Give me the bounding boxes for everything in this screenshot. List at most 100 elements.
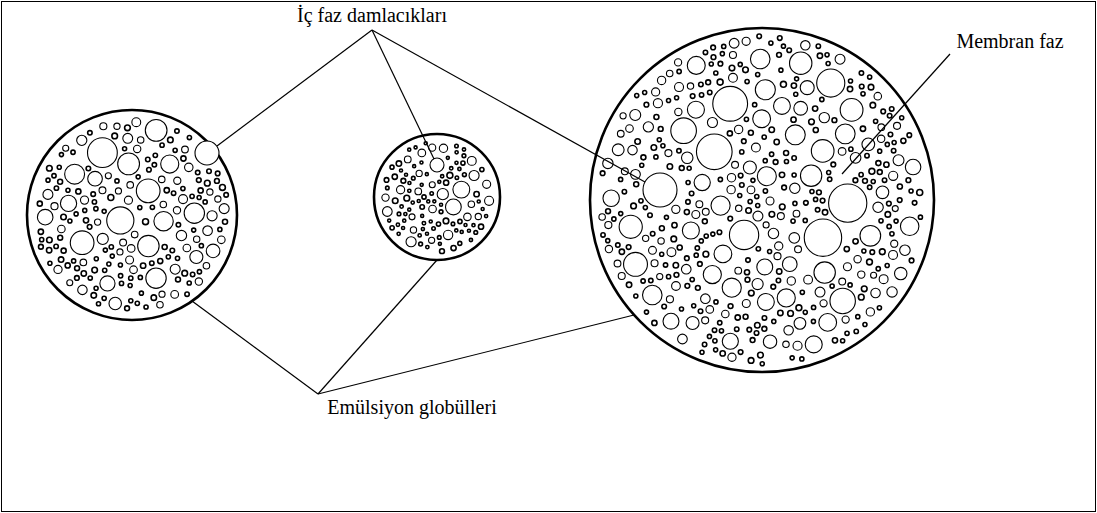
inner-droplet: [203, 226, 213, 236]
inner-droplet: [687, 56, 705, 74]
inner-droplet: [829, 184, 867, 222]
inner-droplet: [599, 214, 605, 220]
inner-droplet: [853, 239, 858, 244]
inner-droplet: [146, 157, 150, 161]
inner-droplet: [758, 352, 764, 358]
inner-droplet: [477, 200, 480, 203]
inner-droplet: [814, 197, 818, 201]
inner-droplet: [616, 243, 620, 247]
inner-droplet: [96, 302, 100, 306]
inner-droplet: [416, 170, 422, 176]
inner-droplet: [703, 251, 709, 257]
inner-droplet: [869, 168, 875, 174]
inner-droplet: [679, 307, 683, 311]
inner-droplet: [748, 290, 754, 296]
inner-droplet: [892, 141, 896, 145]
inner-droplet: [224, 193, 228, 197]
inner-droplet: [38, 229, 43, 234]
inner-droplet: [815, 208, 819, 212]
inner-droplet: [634, 182, 639, 187]
inner-droplet: [677, 69, 681, 73]
inner-droplet: [197, 196, 201, 200]
inner-droplet: [794, 317, 806, 329]
inner-droplet: [469, 238, 472, 241]
inner-droplet: [745, 79, 749, 83]
inner-droplet: [817, 53, 822, 58]
inner-droplet: [643, 285, 663, 305]
inner-droplet: [763, 159, 767, 163]
inner-droplet: [780, 81, 786, 87]
inner-droplet: [411, 201, 414, 204]
inner-droplet: [698, 262, 703, 267]
inner-droplet: [794, 92, 798, 96]
inner-droplet: [644, 102, 649, 107]
inner-droplet: [728, 353, 736, 361]
inner-droplet: [667, 248, 676, 257]
inner-droplet: [876, 161, 881, 166]
inner-droplet: [738, 350, 743, 355]
inner-droplet: [897, 198, 902, 203]
inner-droplet: [820, 300, 827, 307]
inner-droplet: [750, 49, 770, 69]
inner-droplet: [425, 232, 428, 235]
inner-droplet: [110, 254, 114, 258]
inner-droplet: [657, 138, 661, 142]
inner-droplet: [421, 227, 424, 230]
inner-droplet: [58, 179, 63, 184]
inner-droplet: [176, 223, 180, 227]
inner-droplet: [61, 214, 67, 220]
inner-droplet: [651, 260, 658, 267]
inner-droplet: [643, 90, 647, 94]
inner-droplet: [874, 92, 882, 100]
inner-droplet: [187, 281, 191, 285]
inner-droplet: [878, 149, 882, 153]
inner-droplet: [747, 327, 752, 332]
inner-droplet: [743, 314, 748, 319]
inner-droplet: [437, 236, 441, 240]
inner-droplet: [811, 140, 834, 163]
inner-droplet: [894, 219, 898, 223]
inner-droplet: [711, 196, 730, 215]
inner-droplet: [778, 310, 783, 315]
inner-droplet: [215, 196, 221, 202]
inner-droplet: [109, 245, 113, 249]
inner-droplet: [757, 294, 774, 311]
inner-droplet: [894, 122, 901, 129]
inner-droplet: [735, 315, 740, 320]
inner-droplet: [60, 195, 76, 211]
inner-droplet: [197, 270, 201, 274]
inner-droplet: [43, 189, 53, 199]
inner-droplet: [887, 113, 892, 118]
inner-droplet: [843, 263, 851, 271]
inner-droplet: [709, 62, 713, 66]
inner-droplet: [187, 135, 191, 139]
inner-droplet: [794, 101, 808, 115]
inner-droplet: [687, 166, 691, 170]
inner-droplet: [420, 161, 423, 164]
inner-droplet: [127, 182, 134, 189]
inner-droplet: [893, 155, 904, 166]
inner-droplet: [420, 205, 424, 209]
inner-droplet: [888, 132, 893, 137]
inner-droplet: [144, 305, 148, 309]
inner-droplet: [630, 109, 641, 120]
inner-droplet: [81, 271, 86, 276]
inner-droplet: [769, 127, 774, 132]
inner-droplet: [861, 92, 865, 96]
inner-droplet: [795, 246, 802, 253]
inner-droplet: [75, 266, 80, 271]
inner-droplet: [742, 139, 747, 144]
inner-droplet: [658, 238, 664, 244]
inner-droplet: [714, 348, 718, 352]
inner-droplet: [735, 267, 742, 274]
inner-droplet: [856, 315, 860, 319]
inner-droplet: [481, 207, 484, 210]
inner-droplet: [699, 239, 703, 243]
inner-droplet: [59, 153, 63, 157]
inner-droplet: [820, 97, 824, 101]
inner-droplet: [722, 310, 729, 317]
inner-droplet: [102, 296, 106, 300]
inner-droplet: [663, 263, 667, 267]
inner-droplet: [909, 258, 914, 263]
inner-droplet: [641, 155, 646, 160]
